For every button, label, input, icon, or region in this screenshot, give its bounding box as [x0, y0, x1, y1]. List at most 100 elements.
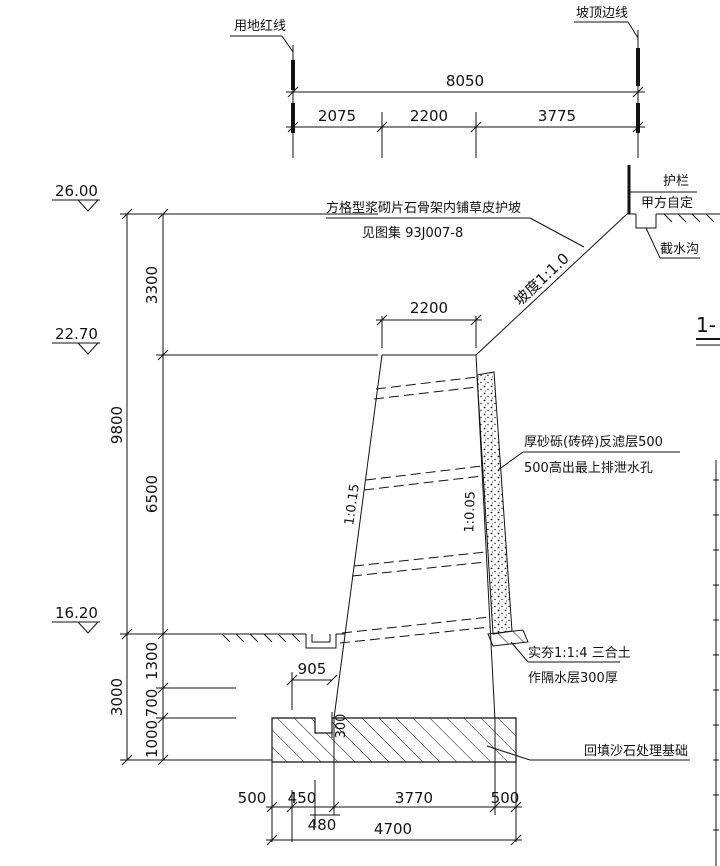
- bottom-total-value: 4700: [374, 820, 412, 838]
- dim-tick: [326, 674, 338, 686]
- dim-tick: [328, 801, 340, 813]
- slope-reference-note: 见图集 93J007-8: [362, 225, 463, 241]
- weep-hole-line: [353, 551, 487, 567]
- height-total: 9800: [108, 406, 126, 444]
- filter-notes: 厚砂砾(砖碎)反滤层500 500高出最上排泄水孔 实夯1:1:4 三合土 作隔…: [497, 435, 680, 686]
- railing-label: 护栏: [663, 174, 689, 189]
- foundation: 300 回填沙石处理基础: [271, 712, 690, 763]
- dim-tick: [121, 628, 133, 640]
- foundation-note-leader: [486, 745, 531, 761]
- elevation-26: 26.00: [55, 182, 98, 200]
- slope-ratio-label: 坡度1:1.0: [510, 249, 572, 309]
- total-width-value: 8050: [446, 72, 484, 90]
- dim-tick: [157, 208, 169, 220]
- ditch-label: 截水沟: [660, 242, 699, 257]
- dim-tick: [157, 349, 169, 361]
- slope-top-label: 坡顶边线: [576, 6, 628, 21]
- red-line-leader-tick: [281, 35, 294, 53]
- top-dimension-group: 用地红线 坡顶边线 8050 2075 2200 3775: [230, 6, 645, 158]
- dim-tick: [266, 834, 278, 846]
- dim-tick: [157, 682, 169, 694]
- dim-tick: [121, 208, 133, 220]
- foundation-note: 回填沙石处理基础: [584, 744, 688, 759]
- top-ground-hatch: [663, 213, 715, 223]
- bottom-dim-500-left: 500: [238, 789, 267, 807]
- elevation-triangle: [77, 342, 99, 355]
- slope-group: 坡度1:1.0 方格型浆砌片石骨架内铺草皮护坡 见图集 93J007-8: [326, 200, 636, 356]
- slope-note-leader-arrow: [529, 217, 585, 248]
- wall-front-face: [333, 354, 383, 719]
- dim-tick: [121, 754, 133, 766]
- retaining-wall: 1:0.15 1:0.05: [333, 354, 529, 721]
- height-upper: 3300: [143, 266, 161, 304]
- section-mark-label: 1-: [696, 313, 716, 337]
- dim-tick: [470, 121, 482, 133]
- elevation-16-2: 16.20: [55, 604, 98, 622]
- right-edge-ticks: [713, 460, 719, 866]
- bottom-dim-480: 480: [308, 816, 337, 834]
- foundation-height-1: 1300: [143, 642, 161, 680]
- dim-tick: [266, 801, 278, 813]
- dim-tick: [470, 314, 482, 326]
- ground-hatch: [221, 633, 301, 643]
- railing-note: 甲方自定: [641, 195, 693, 211]
- red-line-label: 用地红线: [234, 18, 286, 34]
- segment-value-1: 2075: [318, 107, 356, 125]
- segment-value-3: 3775: [538, 107, 576, 125]
- weep-hole-line: [363, 475, 483, 491]
- wall-top-width: 2200: [410, 299, 448, 317]
- vertical-dimensions: 9800 3300 6500 3000 1300 700 1000: [108, 208, 378, 766]
- foundation-total-height: 3000: [108, 678, 126, 716]
- dim-tick: [376, 314, 388, 326]
- bottom-dim-500-right: 500: [491, 789, 520, 807]
- ditch-leader: [645, 227, 661, 259]
- ground-lines: [218, 213, 720, 643]
- waterproof-note-line-2: 作隔水层300厚: [528, 671, 618, 686]
- slope-line: [475, 213, 628, 356]
- weep-hole-line: [339, 626, 491, 644]
- front-drainage-ditch: [305, 634, 337, 649]
- foundation-height-3: 1000: [143, 720, 161, 758]
- dim-tick: [287, 86, 299, 98]
- dim-tick: [157, 754, 169, 766]
- waterproof-note-line-1: 实夯1:1:4 三合土: [528, 646, 631, 661]
- dim-tick: [632, 86, 644, 98]
- filter-note-line-1: 厚砂砾(砖碎)反滤层500: [524, 435, 663, 450]
- weep-hole-line: [375, 376, 478, 390]
- dim-tick: [510, 834, 522, 846]
- toe-offset-value: 905: [298, 660, 327, 678]
- front-drainage-ditch-inner: [311, 634, 331, 643]
- elevation-marks: 26.00 22.70 16.20: [52, 182, 100, 634]
- back-batter-label: 1:0.05: [462, 491, 478, 533]
- slope-top-leader-tick: [627, 21, 639, 39]
- slope-protection-note: 方格型浆砌片石骨架内铺草皮护坡: [326, 200, 521, 216]
- front-batter-label: 1:0.15: [342, 483, 363, 526]
- foundation-block: [271, 717, 517, 763]
- elevation-22-7: 22.70: [55, 325, 98, 343]
- segment-value-2: 2200: [410, 107, 448, 125]
- filter-layer: [476, 371, 513, 635]
- dim-tick: [376, 121, 388, 133]
- bottom-dim-3770: 3770: [395, 789, 433, 807]
- height-middle: 6500: [143, 475, 161, 513]
- weep-hole-line: [373, 386, 478, 400]
- dim-tick: [632, 121, 644, 133]
- wall-back-face: [382, 354, 496, 721]
- bottom-dimensions: 500 450 3770 500 480 4700: [238, 718, 522, 846]
- wall-top-dimension: 2200: [376, 299, 482, 348]
- section-mark: 1-: [696, 313, 720, 346]
- elevation-triangle: [77, 621, 99, 634]
- dim-tick: [286, 674, 298, 686]
- foundation-height-2: 700: [143, 689, 161, 718]
- waterproof-layer: [487, 629, 529, 647]
- dim-tick: [157, 628, 169, 640]
- dim-tick: [287, 121, 299, 133]
- bottom-dim-450: 450: [288, 789, 317, 807]
- dim-tick: [286, 801, 298, 813]
- step-height-label: 300: [334, 714, 349, 739]
- weep-hole-line: [365, 465, 483, 481]
- top-drainage-ditch: [635, 214, 657, 229]
- filter-note-line-2: 500高出最上排泄水孔: [524, 460, 653, 476]
- filter-note-leader: [497, 451, 524, 471]
